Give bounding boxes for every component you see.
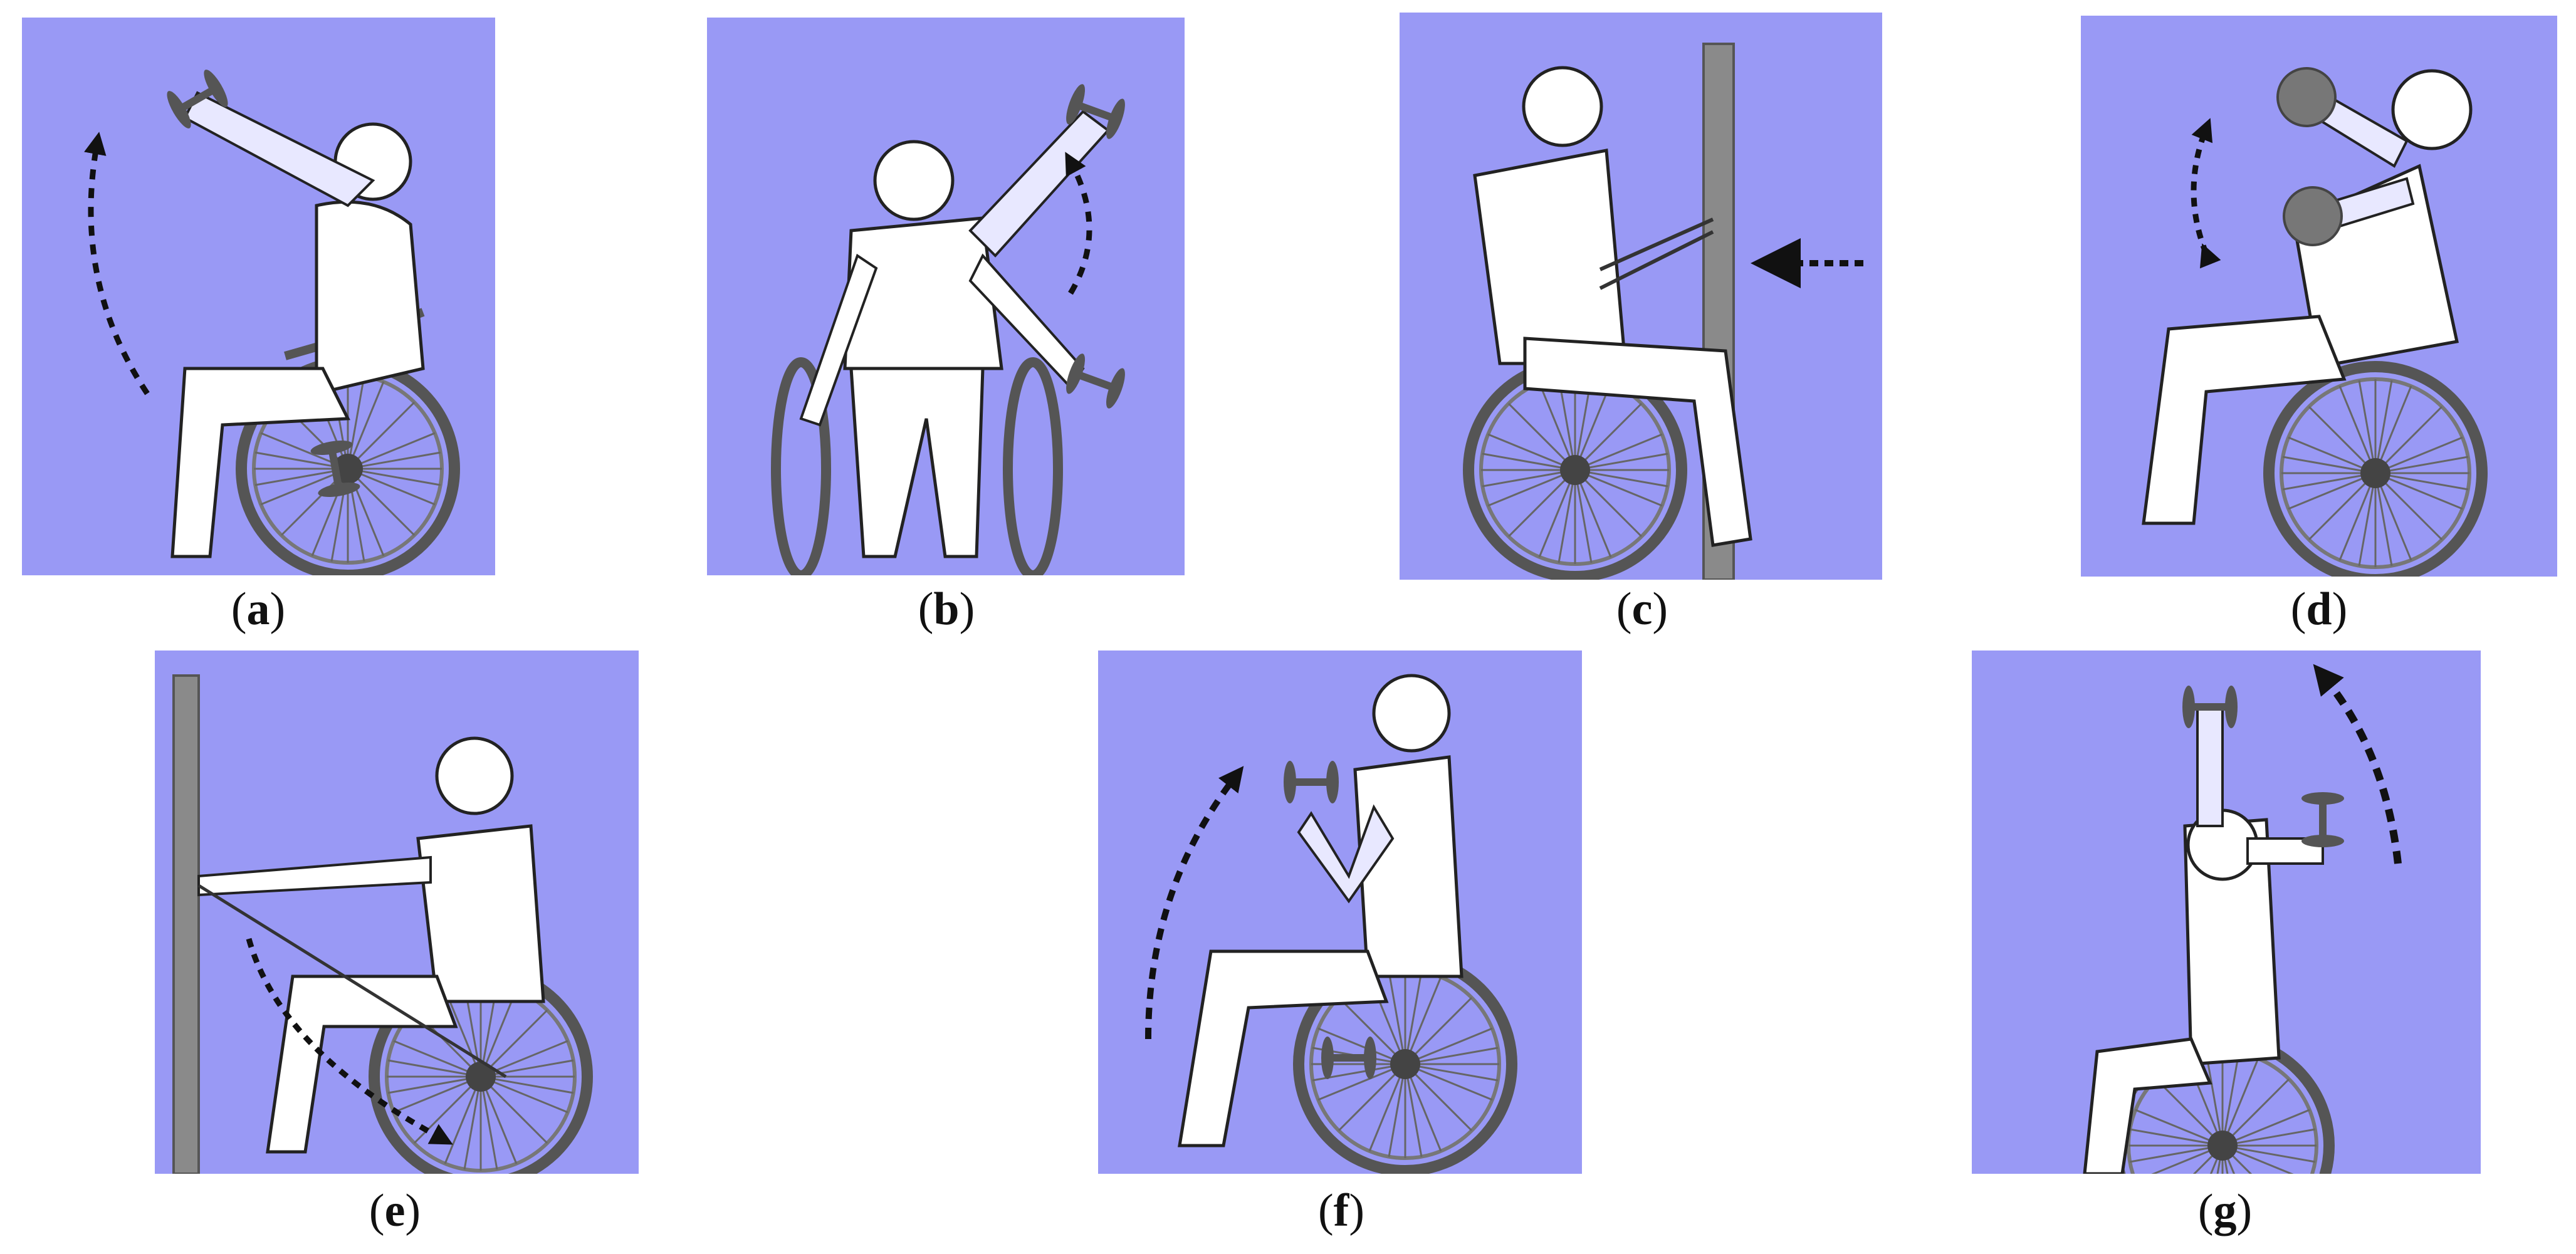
panel-f-illustration — [1098, 651, 1582, 1174]
panel-d-head — [2391, 69, 2473, 150]
panel-b-legs — [849, 367, 985, 558]
panel-e-arm-extended — [197, 855, 432, 897]
caption-a: (a) — [231, 583, 286, 635]
caption-d: (d) — [2290, 583, 2348, 635]
panel-e-background — [155, 651, 639, 1174]
caption-e-letter: e — [384, 1185, 406, 1236]
panel-f-background — [1098, 651, 1582, 1174]
panel-a-legs — [170, 367, 350, 558]
panel-b — [707, 18, 1185, 575]
panel-f-legs — [1178, 949, 1389, 1147]
panel-a-body — [315, 200, 425, 396]
panel-e-torso — [416, 824, 545, 1003]
panel-a-illustration — [22, 18, 495, 575]
panel-e-pole — [172, 674, 200, 1174]
caption-d-letter: d — [2306, 583, 2332, 635]
caption-c: (c) — [1616, 583, 1668, 635]
panel-b-illustration — [707, 18, 1185, 575]
panel-g-illustration — [1972, 651, 2481, 1174]
caption-a-letter: a — [246, 583, 270, 635]
panel-g-legs — [2083, 1037, 2212, 1174]
panel-d-illustration — [2081, 16, 2557, 577]
panel-f-motion-arrow — [1145, 766, 1244, 1040]
panel-c-background — [1400, 13, 1882, 580]
panel-d-legs — [2142, 315, 2347, 525]
caption-f-letter: f — [1333, 1185, 1349, 1236]
panel-g-motion-arrow — [2313, 664, 2402, 864]
panel-f — [1098, 651, 1582, 1174]
panel-g-arm-raised — [2196, 706, 2224, 827]
caption-g: (g) — [2197, 1185, 2253, 1236]
caption-c-letter: c — [1631, 583, 1653, 635]
panel-c-legs — [1523, 337, 1752, 547]
caption-b: (b) — [918, 583, 975, 635]
panel-e-illustration — [155, 651, 639, 1174]
caption-g-letter: g — [2213, 1185, 2237, 1236]
panel-f-head — [1372, 674, 1451, 753]
panel-b-motion-arrow — [1065, 152, 1092, 295]
panel-c-illustration — [1400, 13, 1882, 580]
panel-g — [1972, 651, 2481, 1174]
panel-e — [155, 651, 639, 1174]
panel-c-head — [1522, 66, 1603, 147]
panel-e-head — [435, 736, 514, 815]
caption-f: (f) — [1318, 1185, 1364, 1236]
panel-a — [22, 18, 495, 575]
caption-b-letter: b — [933, 583, 960, 635]
panel-e-legs — [266, 974, 458, 1154]
panel-b-head — [873, 140, 955, 221]
panel-f-arm-curled — [1297, 804, 1395, 904]
caption-e: (e) — [369, 1185, 421, 1236]
panel-c — [1400, 13, 1882, 580]
panel-c-torso — [1473, 149, 1627, 365]
panel-d — [2081, 16, 2557, 577]
panel-f-torso — [1353, 755, 1463, 978]
panel-a-arm-raised — [183, 91, 375, 207]
